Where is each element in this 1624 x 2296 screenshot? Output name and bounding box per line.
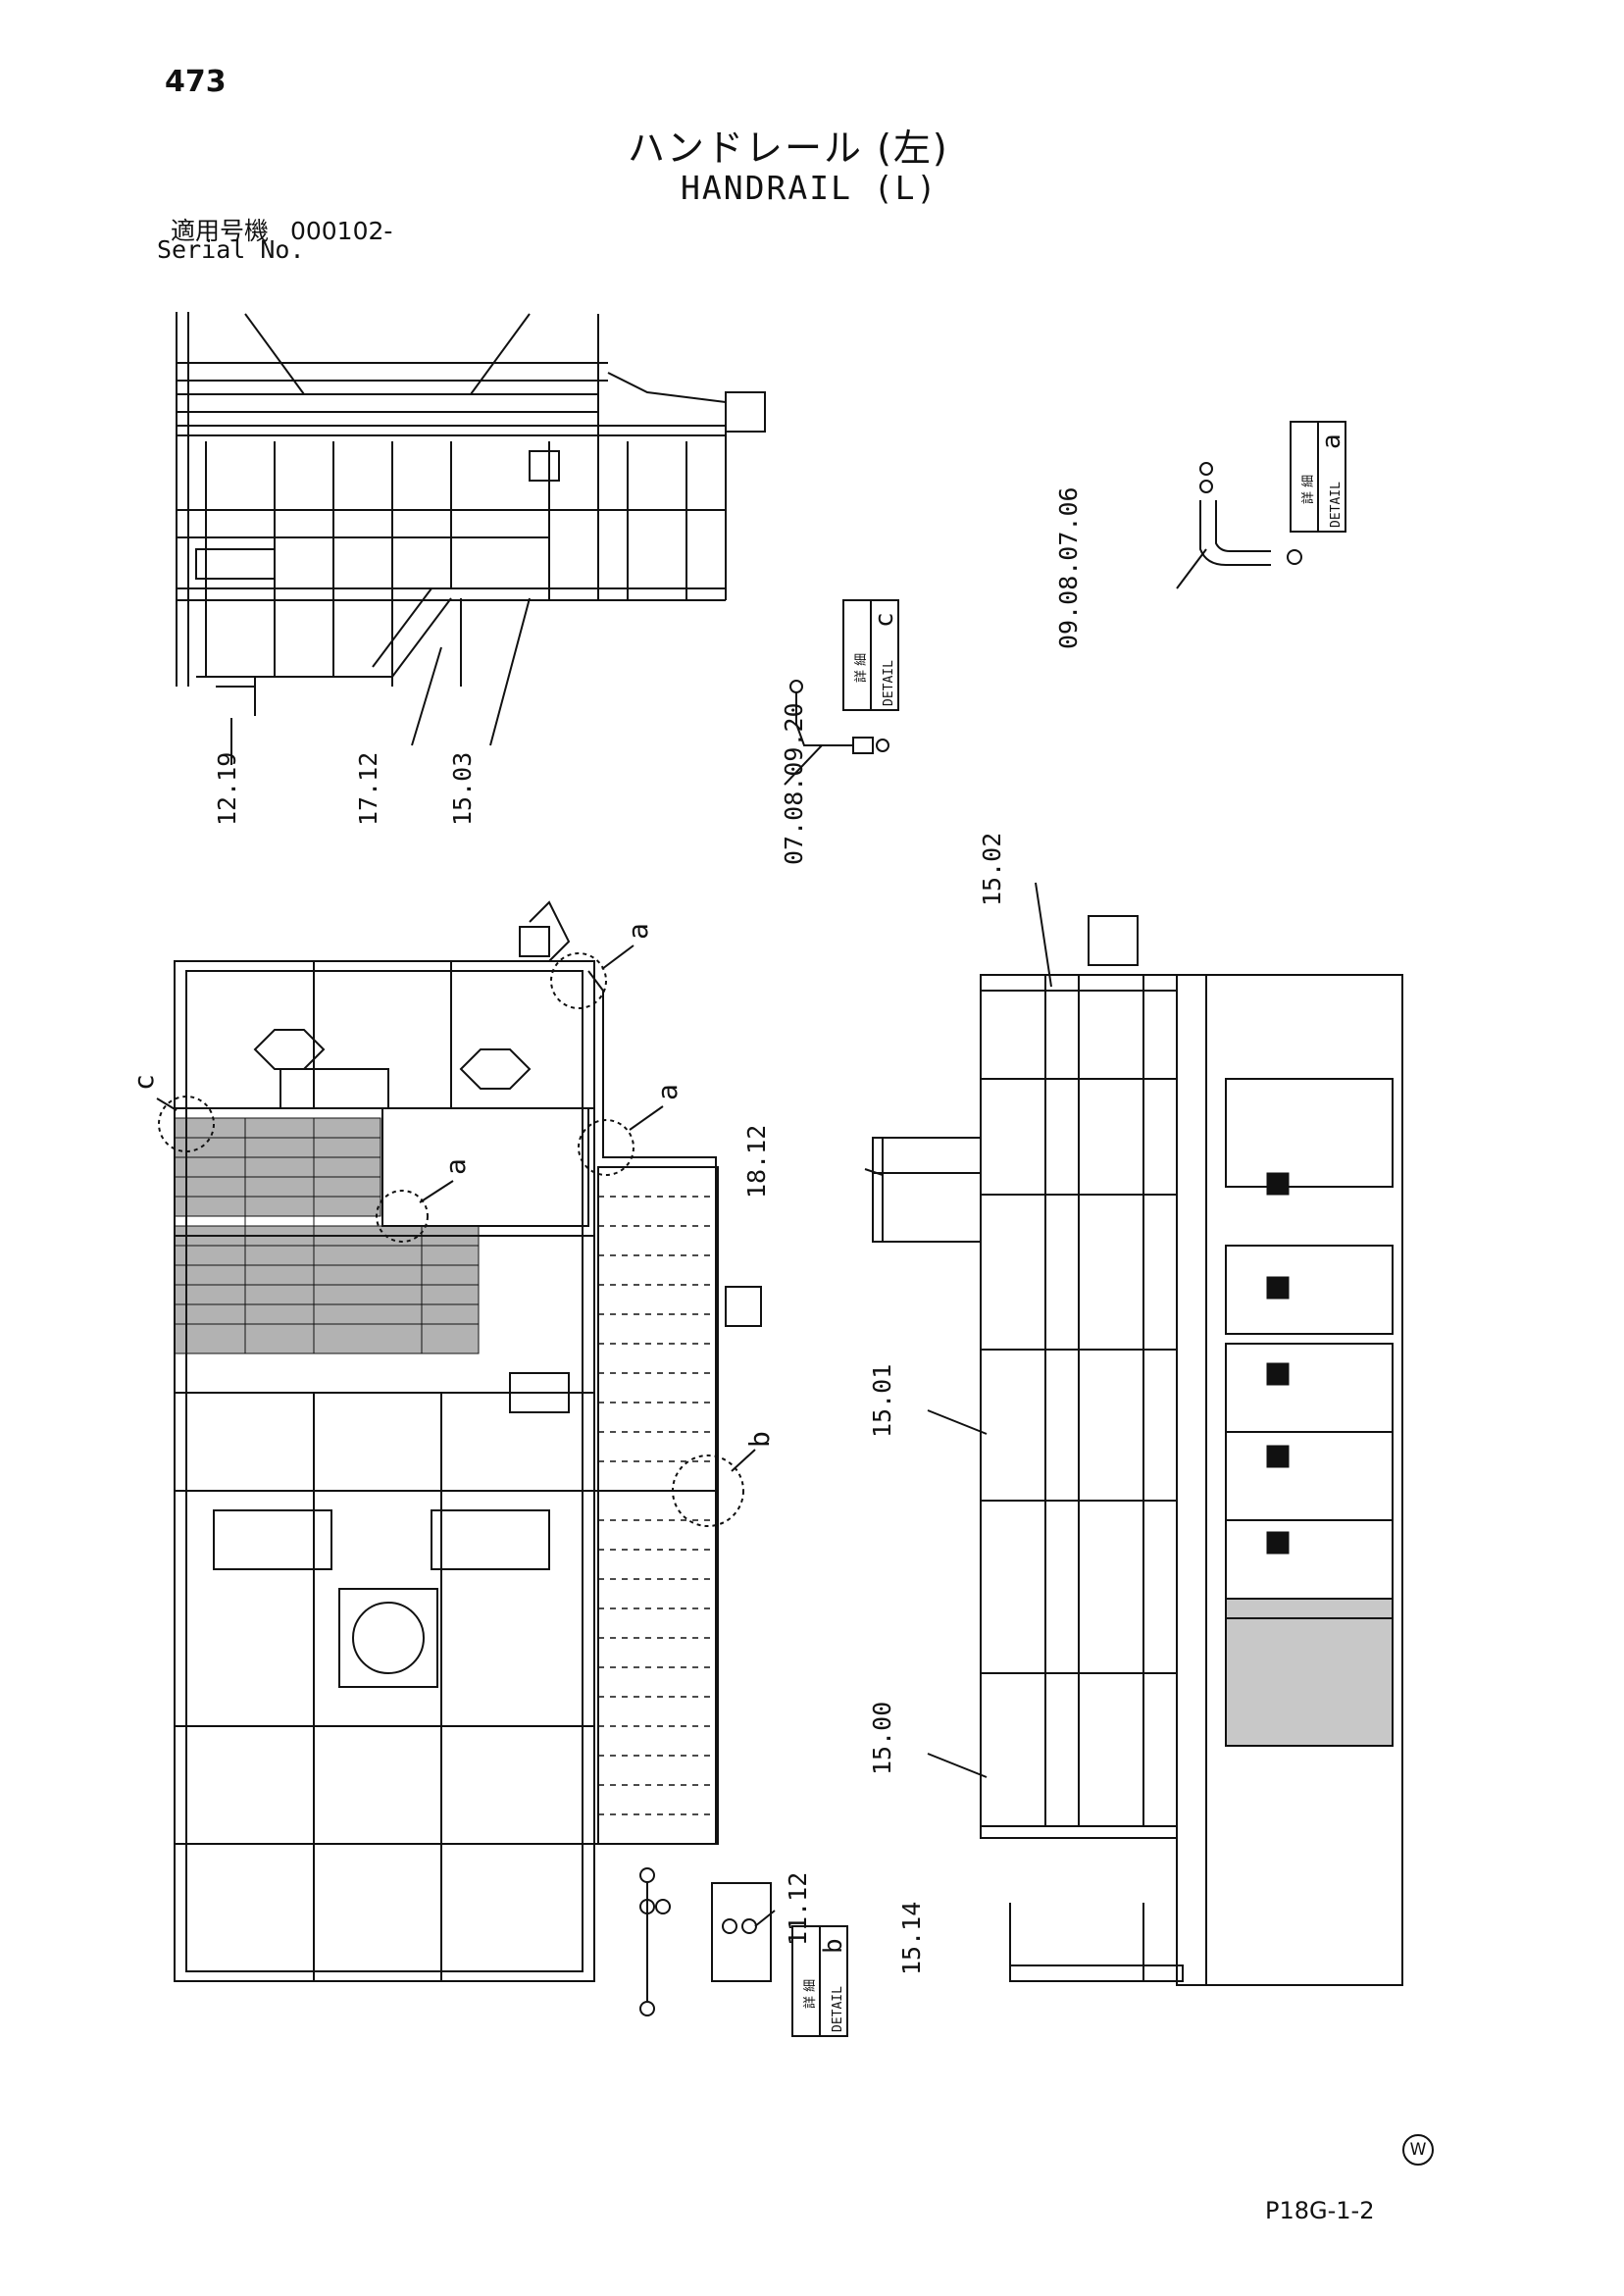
watermark-w-logo: W <box>1402 2134 1434 2166</box>
part-number-17-12: 17.12 <box>354 752 382 826</box>
callout-a-mid: a <box>651 1084 684 1100</box>
callout-a-inner: a <box>439 1158 472 1175</box>
callout-a-top: a <box>622 923 654 940</box>
page-number: 473 <box>165 65 227 99</box>
grating-left <box>174 1117 480 1354</box>
detail-c-label-jp: 詳 細 <box>853 653 869 683</box>
part-number-15-00: 15.00 <box>868 1702 896 1775</box>
detail-c-letter: c <box>870 612 899 628</box>
detail-a-letter: a <box>1317 434 1346 449</box>
side-panels-fill <box>1266 1172 1290 1555</box>
footer-page-code: P18G-1-2 <box>1265 2197 1375 2224</box>
detail-b-letter: b <box>819 1938 848 1954</box>
detail-b-label-en: DETAIL <box>831 1986 845 2032</box>
part-number-09-08-07-06: 09.08.07.06 <box>1054 486 1083 649</box>
detail-a-sketch <box>1176 462 1302 589</box>
detail-c-label-en: DETAIL <box>882 660 896 706</box>
part-number-18-12: 18.12 <box>742 1125 771 1199</box>
detail-c-sketch <box>784 680 889 786</box>
perforated-walkway <box>597 1166 719 1845</box>
title-english: HANDRAIL (L) <box>681 169 939 207</box>
part-number-12-19: 12.19 <box>213 752 241 826</box>
detail-a-label-en: DETAIL <box>1329 482 1344 528</box>
part-number-15-02: 15.02 <box>978 833 1006 906</box>
plan-view-left <box>174 900 762 1982</box>
part-number-15-14: 15.14 <box>897 1902 926 1975</box>
serial-label-jp: 適用号機 <box>171 217 270 245</box>
serial-line-japanese: 適用号機 000102- <box>171 212 392 247</box>
top-assembly-view <box>176 312 766 716</box>
title-japanese: ハンドレール (左) <box>628 127 949 170</box>
side-elevation-right <box>872 915 1403 1986</box>
callout-c: c <box>127 1074 160 1091</box>
part-number-07-08-09-20: 07.08.09.20 <box>780 702 808 865</box>
detail-b-sketch <box>639 1867 776 2016</box>
part-number-11-12: 11.12 <box>784 1872 812 1946</box>
part-number-15-03: 15.03 <box>448 752 477 826</box>
part-number-15-01: 15.01 <box>868 1364 896 1438</box>
detail-a-label-jp: 詳 細 <box>1300 475 1316 504</box>
serial-label-en: Serial No. <box>157 235 305 264</box>
detail-b-label-jp: 詳 細 <box>802 1979 818 2009</box>
serial-value: 000102- <box>289 217 393 245</box>
callout-b: b <box>743 1431 776 1448</box>
